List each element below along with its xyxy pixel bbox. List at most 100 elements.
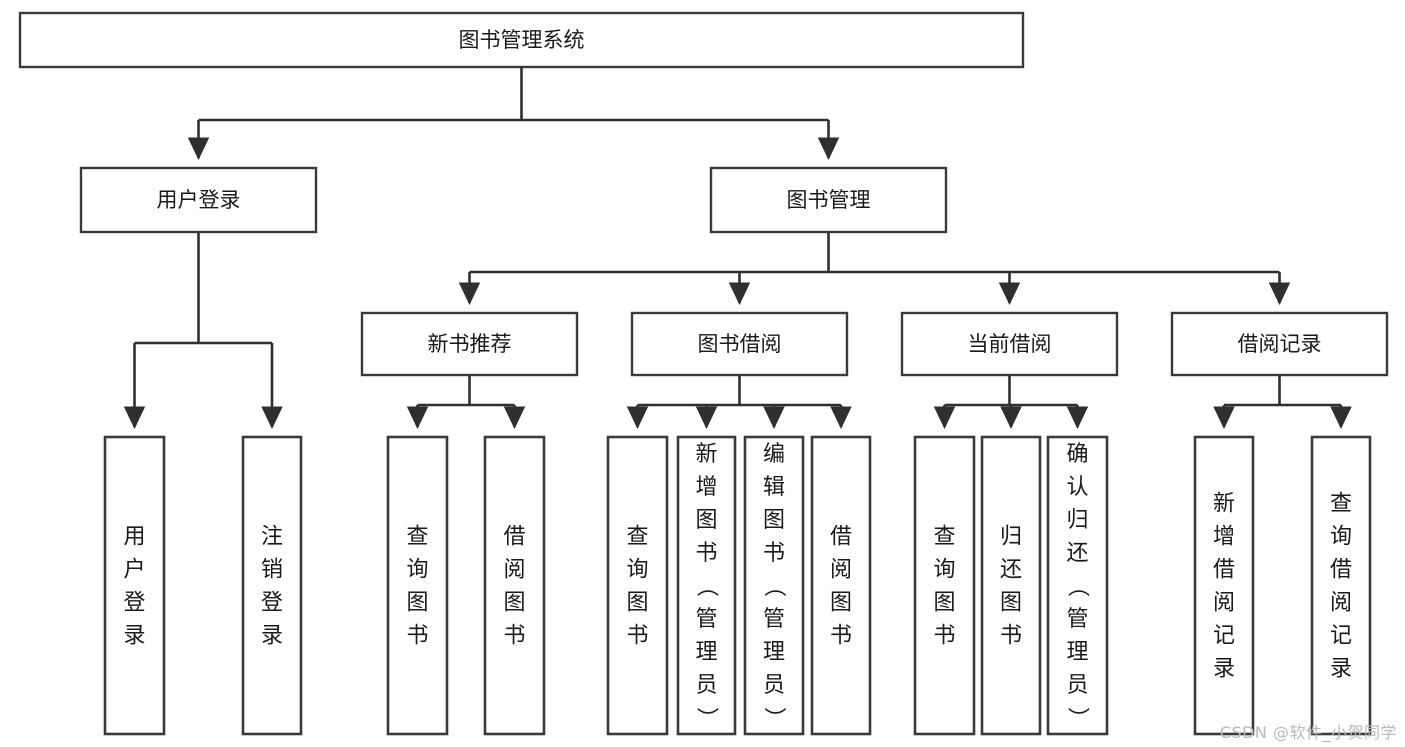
connector-group-book-management — [458, 232, 1291, 305]
node-box-new-book-recommend — [360, 311, 579, 377]
node-label-add-book-admin: ） — [694, 707, 719, 729]
node-root[interactable]: 图书管理系统 — [18, 11, 1025, 69]
connector-group-root — [187, 67, 840, 160]
node-label-confirm-return-admin: 员 — [1066, 673, 1088, 698]
node-label-new-book-recommend: 新书推荐 — [428, 332, 512, 356]
node-box-book-borrow — [630, 311, 849, 377]
node-box-confirm-return-admin — [1046, 435, 1109, 736]
connector-group-current-borrow — [933, 375, 1089, 429]
node-user-login[interactable]: 用户登录 — [79, 166, 318, 234]
node-label-confirm-return-admin: 还 — [1066, 541, 1088, 566]
node-box-add-borrow-record — [1193, 435, 1255, 736]
node-label-borrow-book-1: 书 — [503, 624, 525, 649]
node-label-current-borrow: 当前借阅 — [968, 332, 1052, 356]
node-box-user-login — [79, 166, 318, 234]
node-label-edit-book-admin: 理 — [763, 640, 785, 665]
node-layer: 图书管理系统用户登录用户登录注销登录图书管理新书推荐查询图书借阅图书图书借阅查询… — [18, 11, 1389, 736]
node-label-query-borrow-record: 录 — [1330, 657, 1352, 682]
node-label-query-book-1: 图 — [406, 591, 428, 616]
node-label-user-logout-leaf: 登 — [261, 591, 283, 616]
node-label-query-book-1: 书 — [406, 624, 428, 649]
node-box-query-borrow-record — [1310, 435, 1372, 736]
node-label-add-book-admin: 理 — [695, 640, 717, 665]
node-label-borrow-record: 借阅记录 — [1238, 332, 1322, 356]
node-label-user-logout-leaf: 注 — [261, 525, 283, 550]
node-label-user-login-leaf: 用 — [123, 525, 145, 550]
node-box-borrow-book-2 — [810, 435, 872, 736]
node-label-borrow-book-2: 阅 — [830, 558, 852, 583]
node-box-query-book-3 — [913, 435, 976, 736]
node-box-query-book-1 — [386, 435, 449, 736]
node-label-borrow-book-1: 借 — [503, 525, 525, 550]
node-new-book-recommend[interactable]: 新书推荐 — [360, 311, 579, 377]
node-box-query-book-2 — [606, 435, 669, 736]
node-label-query-book-2: 图 — [626, 591, 648, 616]
node-label-user-login-leaf: 登 — [123, 591, 145, 616]
connector-layer — [123, 67, 1352, 429]
node-label-edit-book-admin: 辑 — [763, 475, 785, 500]
node-label-borrow-book-2: 借 — [830, 525, 852, 550]
node-label-query-book-2: 询 — [626, 558, 648, 583]
node-label-user-login-leaf: 户 — [123, 558, 145, 583]
node-label-query-book-1: 查 — [406, 525, 428, 550]
node-label-add-book-admin: 管 — [695, 607, 717, 632]
node-label-user-logout-leaf: 录 — [261, 624, 283, 649]
node-label-add-book-admin: 新 — [695, 442, 717, 467]
node-label-add-book-admin: 书 — [695, 541, 717, 566]
node-current-borrow[interactable]: 当前借阅 — [900, 311, 1119, 377]
node-box-user-logout-leaf — [241, 435, 303, 736]
node-label-borrow-book-2: 书 — [830, 624, 852, 649]
node-label-confirm-return-admin: ） — [1065, 707, 1090, 729]
node-box-add-book-admin — [676, 435, 737, 736]
node-label-return-book: 书 — [1000, 624, 1022, 649]
node-user-login-leaf[interactable]: 用户登录 — [103, 435, 166, 736]
node-label-user-logout-leaf: 销 — [261, 558, 283, 583]
node-label-query-book-3: 书 — [933, 624, 955, 649]
node-label-book-management: 图书管理 — [787, 188, 871, 212]
node-label-query-book-3: 图 — [933, 591, 955, 616]
node-label-add-borrow-record: 新 — [1213, 492, 1235, 517]
node-box-user-login-leaf — [103, 435, 166, 736]
connector-group-book-borrow — [626, 375, 852, 429]
node-box-root — [18, 11, 1025, 69]
node-label-query-borrow-record: 借 — [1330, 558, 1352, 583]
node-label-edit-book-admin: 员 — [763, 673, 785, 698]
node-label-query-borrow-record: 询 — [1330, 525, 1352, 550]
node-label-confirm-return-admin: 理 — [1066, 640, 1088, 665]
node-label-return-book: 还 — [1000, 558, 1022, 583]
node-label-book-borrow: 图书借阅 — [698, 332, 782, 356]
node-label-confirm-return-admin: （ — [1065, 575, 1090, 597]
node-label-edit-book-admin: ） — [761, 707, 786, 729]
node-label-edit-book-admin: 图 — [763, 508, 785, 533]
node-label-query-book-2: 查 — [626, 525, 648, 550]
node-label-query-book-3: 查 — [933, 525, 955, 550]
node-label-confirm-return-admin: 认 — [1066, 475, 1088, 500]
node-label-query-book-2: 书 — [626, 624, 648, 649]
node-label-add-book-admin: （ — [694, 575, 719, 597]
node-book-management[interactable]: 图书管理 — [709, 166, 948, 234]
node-label-add-borrow-record: 录 — [1213, 657, 1235, 682]
node-label-confirm-return-admin: 管 — [1066, 607, 1088, 632]
node-borrow-record[interactable]: 借阅记录 — [1170, 311, 1389, 377]
node-label-user-login: 用户登录 — [157, 188, 241, 212]
node-box-edit-book-admin — [743, 435, 805, 736]
node-book-borrow[interactable]: 图书借阅 — [630, 311, 849, 377]
node-label-user-login-leaf: 录 — [123, 624, 145, 649]
node-label-return-book: 归 — [1000, 525, 1022, 550]
node-label-add-borrow-record: 记 — [1213, 624, 1235, 649]
node-label-edit-book-admin: 编 — [763, 442, 785, 467]
